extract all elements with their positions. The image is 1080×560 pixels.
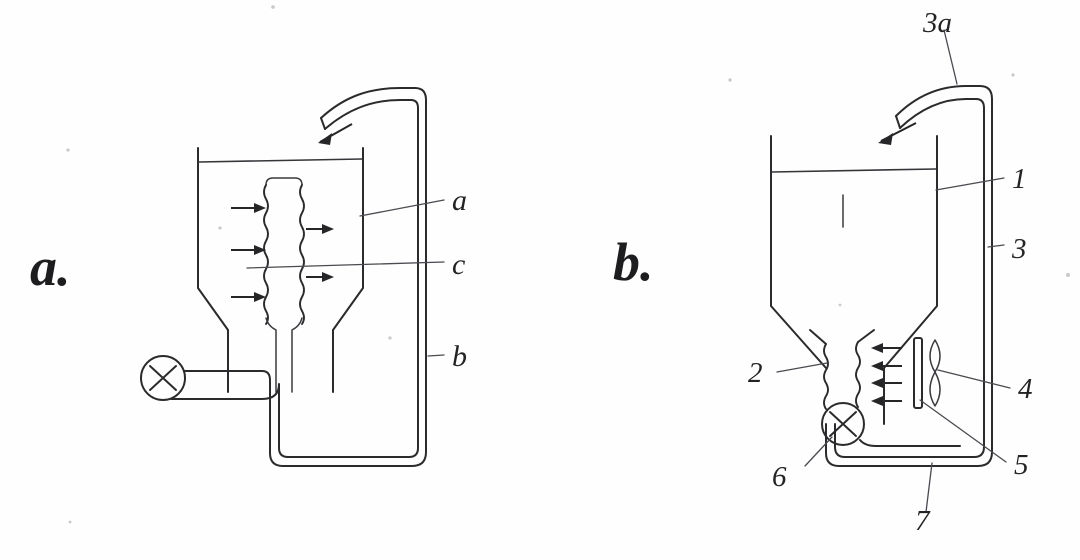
leaders-b xyxy=(776,29,1011,513)
paper-speck xyxy=(271,5,275,9)
flow-arrows-a xyxy=(231,203,334,302)
wavy-throat-2 xyxy=(809,329,875,410)
paper-speck xyxy=(1011,73,1015,77)
flow-arrow xyxy=(871,378,902,388)
inlet-arrow-a xyxy=(318,123,353,145)
liquid-level-b xyxy=(771,168,937,173)
paper-speck xyxy=(66,148,70,152)
flow-arrow xyxy=(231,203,266,213)
return-pipe-b xyxy=(269,87,427,467)
part-label-b: b xyxy=(452,340,467,373)
flow-arrow xyxy=(306,272,334,282)
part-label-5: 5 xyxy=(1014,449,1029,481)
part-label-1: 1 xyxy=(1012,163,1027,195)
paper-speck xyxy=(218,226,222,230)
leaders-a xyxy=(246,199,445,357)
panel-label-b: b. xyxy=(613,232,654,292)
paper-speck xyxy=(1066,273,1070,277)
valve-a xyxy=(140,355,280,401)
part-label-3a: 3a xyxy=(922,7,952,39)
part-label-3: 3 xyxy=(1011,233,1027,265)
chamber-floor-b xyxy=(859,367,961,447)
screen-plate-5 xyxy=(913,337,923,409)
part-label-6: 6 xyxy=(772,461,787,493)
flow-arrow xyxy=(871,361,902,371)
part-label-2: 2 xyxy=(748,357,763,389)
paper-speck xyxy=(728,78,732,82)
paper-speck xyxy=(68,520,72,524)
filter-element-c xyxy=(263,177,305,393)
inlet-arrow-b xyxy=(878,122,917,145)
liquid-level-a xyxy=(198,158,363,163)
flow-arrow xyxy=(306,224,334,234)
part-label-7: 7 xyxy=(915,505,931,537)
flow-arrow xyxy=(231,245,266,255)
valve-b xyxy=(821,402,865,446)
flow-arrow xyxy=(871,343,902,353)
riser-pipe-3 xyxy=(825,85,993,467)
paper-speck xyxy=(388,336,392,340)
flow-arrow xyxy=(231,292,266,302)
impeller-4 xyxy=(929,339,941,407)
part-label-c: c xyxy=(452,248,465,281)
part-label-a: a xyxy=(452,184,467,217)
part-label-4: 4 xyxy=(1018,373,1033,405)
panel-a-group: a c b a. xyxy=(30,5,467,524)
panel-b-group: 3a 1 3 2 4 5 6 7 b. xyxy=(613,7,1070,537)
panel-label-a: a. xyxy=(30,237,71,297)
flow-arrows-b xyxy=(871,343,902,406)
paper-speck xyxy=(838,303,842,307)
vessel-body-a xyxy=(197,147,364,393)
flow-arrow xyxy=(871,396,902,406)
